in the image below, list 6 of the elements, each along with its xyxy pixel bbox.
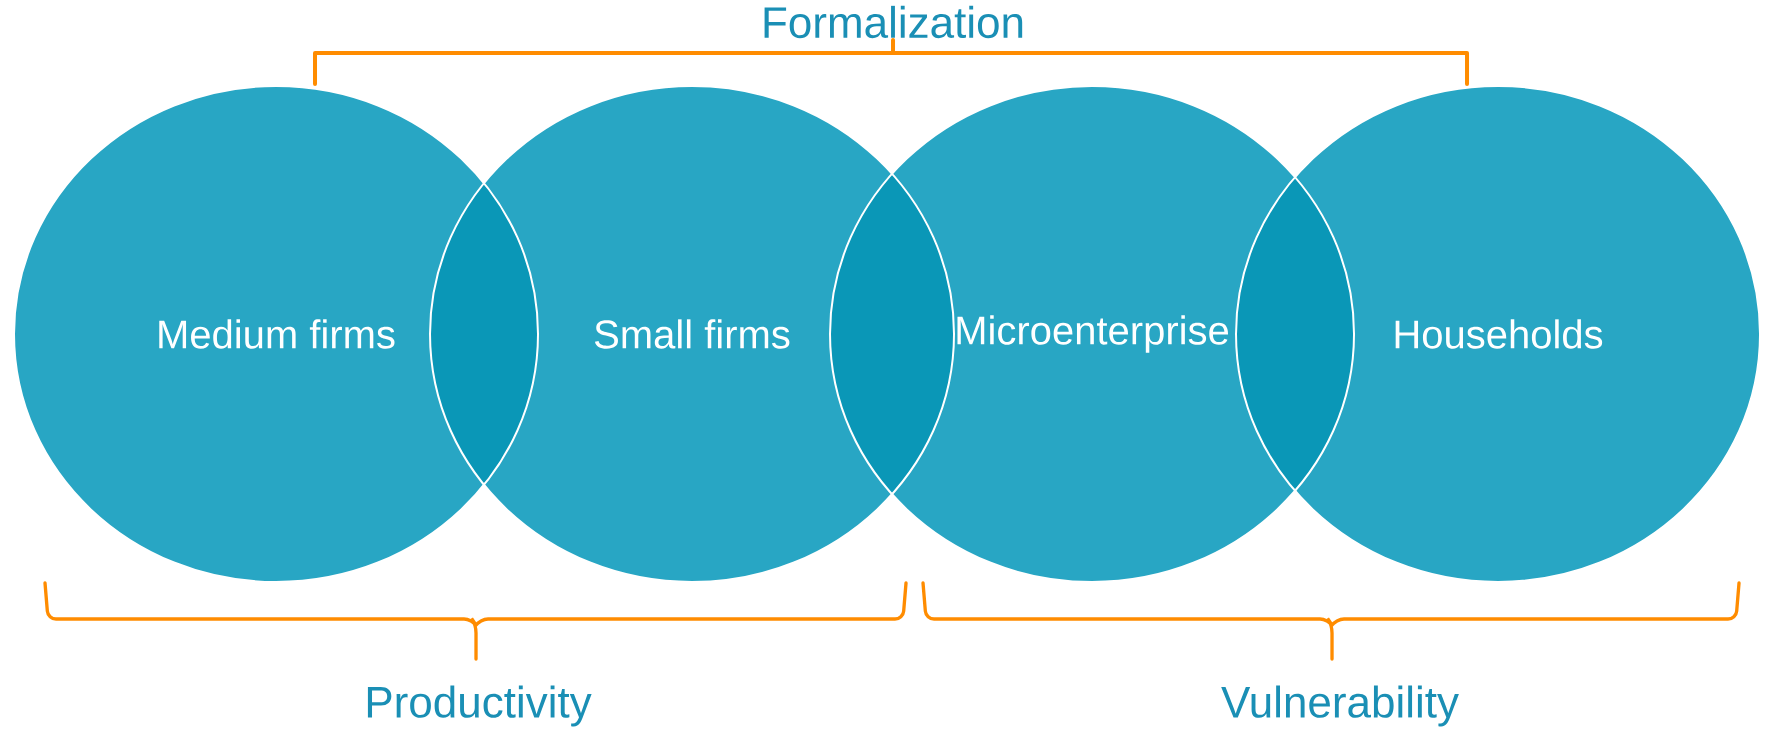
node-label: Small firms (594, 319, 790, 349)
group-label: Vulnerability (1221, 685, 1459, 727)
node-label: Microenterprise (957, 315, 1229, 353)
group-label: Productivity (367, 685, 592, 727)
node-label: Households (1395, 319, 1603, 349)
group-label: Formalization (764, 5, 1023, 39)
